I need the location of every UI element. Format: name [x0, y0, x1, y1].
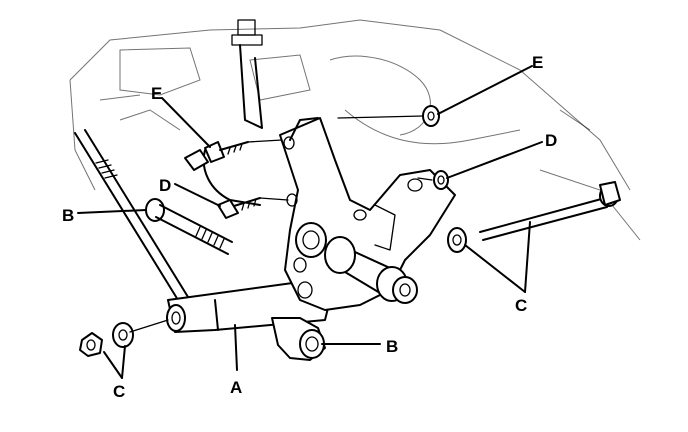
bolt-C-right — [479, 181, 621, 241]
steering-knuckle — [279, 117, 456, 311]
label-E-left: E — [151, 84, 162, 103]
assembly-lines — [129, 115, 433, 333]
stabilizer-link — [74, 129, 189, 301]
spindle-hub — [324, 236, 418, 304]
background-body-outline — [69, 19, 641, 241]
label-E-right: E — [532, 53, 543, 72]
washer-C-right — [447, 227, 467, 253]
label-C-right: C — [515, 296, 527, 315]
bolt-D-left — [217, 197, 261, 219]
washer-E-right-hole — [427, 111, 435, 121]
label-D-left: D — [159, 176, 171, 195]
damper-fork — [202, 19, 263, 206]
washer-D-right — [433, 170, 449, 190]
label-C-left: C — [113, 382, 125, 401]
label-D-right: D — [545, 131, 557, 150]
bolt-E-left — [184, 141, 249, 171]
washer-D-right-hole — [437, 175, 445, 185]
washer-C-right-hole — [452, 234, 462, 246]
washer-E-right — [422, 105, 440, 127]
nut-and-washer-C-left — [79, 322, 134, 357]
lower-bushing — [271, 317, 326, 361]
label-B-bushing: B — [386, 337, 398, 356]
label-A: A — [230, 378, 242, 397]
label-B-bolt: B — [62, 206, 74, 225]
callout-leaders — [77, 65, 543, 379]
bolt-B-left — [145, 198, 233, 255]
